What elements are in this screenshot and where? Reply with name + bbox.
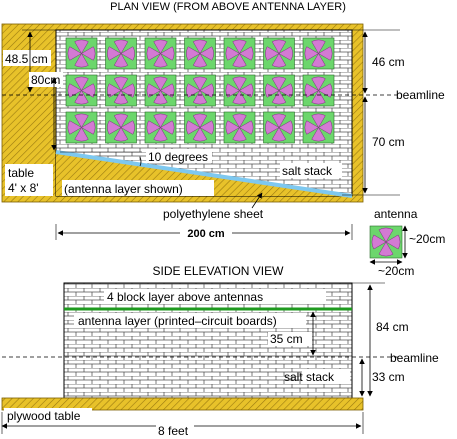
- plan-table-label-bg: [5, 164, 53, 196]
- antenna-cell: [105, 74, 137, 107]
- upper-layer-bg: [104, 289, 326, 304]
- antenna-layer-label: antenna layer (printed–circuit boards): [78, 314, 277, 328]
- dim-33-label: 33 cm: [372, 370, 405, 384]
- side-beamline-label: beamline: [390, 351, 439, 365]
- angle-bg: [146, 149, 212, 163]
- antenna-cell: [302, 74, 335, 107]
- sheet-pointer: [251, 192, 263, 209]
- side-salt-stack-label: salt stack: [284, 370, 335, 384]
- upper-layer-label: 4 block layer above antennas: [107, 290, 263, 304]
- plan-beamline-label: beamline: [396, 88, 445, 102]
- dim-48-5-label: 48.5 cm: [5, 52, 48, 66]
- antenna-cell: [263, 74, 295, 107]
- angle-arc: [139, 156, 142, 167]
- plan-salt-stack-bg: [280, 163, 342, 178]
- plan-view-title: PLAN VIEW (FROM ABOVE ANTENNA LAYER): [110, 1, 346, 13]
- antenna-legend-icon: [369, 225, 403, 259]
- antenna-cell: [105, 37, 137, 70]
- antenna-cell: [223, 37, 256, 70]
- plywood-table-bg: [4, 408, 92, 423]
- dim-46-label: 46 cm: [372, 55, 405, 69]
- legend-height-label: ~20cm: [409, 232, 445, 246]
- antenna-cell: [223, 74, 256, 107]
- plywood-table: [1, 397, 364, 411]
- dim-70-label: 70 cm: [372, 135, 405, 149]
- legend-width-label: ~20cm: [378, 264, 414, 278]
- side-view-title: SIDE ELEVATION VIEW: [153, 264, 285, 278]
- antenna-legend-title: antenna: [374, 207, 418, 221]
- polyethylene-sheet-line: [55, 150, 353, 198]
- antenna-cell: [223, 111, 256, 144]
- antenna-cell: [105, 111, 137, 144]
- dim-80-label: 80cm: [31, 73, 60, 87]
- antenna-cell: [65, 111, 98, 144]
- plan-table-label-line1: table: [8, 166, 34, 180]
- antenna-layer-shown-bg: [62, 180, 214, 196]
- antenna-cell: [263, 111, 295, 144]
- antenna-cell: [144, 74, 177, 107]
- antenna-layer-bg: [74, 313, 306, 328]
- antenna-cell: [263, 37, 295, 70]
- side-width-label: 8 feet: [158, 424, 189, 438]
- antenna-cell: [184, 111, 216, 144]
- antenna-cell: [144, 111, 177, 144]
- antenna-cell: [65, 37, 98, 70]
- plywood-table-label: plywood table: [7, 409, 81, 423]
- plan-table-label-line2: 4' x 8': [8, 181, 39, 195]
- dim-84-label: 84 cm: [376, 320, 409, 334]
- dim-48-5-bg: [3, 50, 51, 66]
- side-salt-stack-bg: [302, 369, 350, 384]
- antenna-cell: [65, 74, 98, 107]
- antenna-grid: [65, 37, 335, 144]
- antenna-cell: [302, 111, 335, 144]
- dim-35-bg: [268, 332, 312, 346]
- width-label-bg: [180, 226, 232, 240]
- antenna-cell: [184, 37, 216, 70]
- side-width-bg: [156, 423, 194, 438]
- sheet-label: polyethylene sheet: [163, 207, 264, 221]
- antenna-cell: [184, 74, 216, 107]
- plan-salt-stack-label: salt stack: [282, 164, 333, 178]
- width-label: 200 cm: [187, 228, 225, 240]
- antenna-cell: [302, 37, 335, 70]
- dim-35-label: 35 cm: [270, 332, 303, 346]
- antenna-legend-cell: [369, 225, 403, 259]
- angle-label: 10 degrees: [148, 150, 208, 164]
- antenna-cell: [144, 37, 177, 70]
- antenna-layer-shown-label: (antenna layer shown): [64, 182, 183, 196]
